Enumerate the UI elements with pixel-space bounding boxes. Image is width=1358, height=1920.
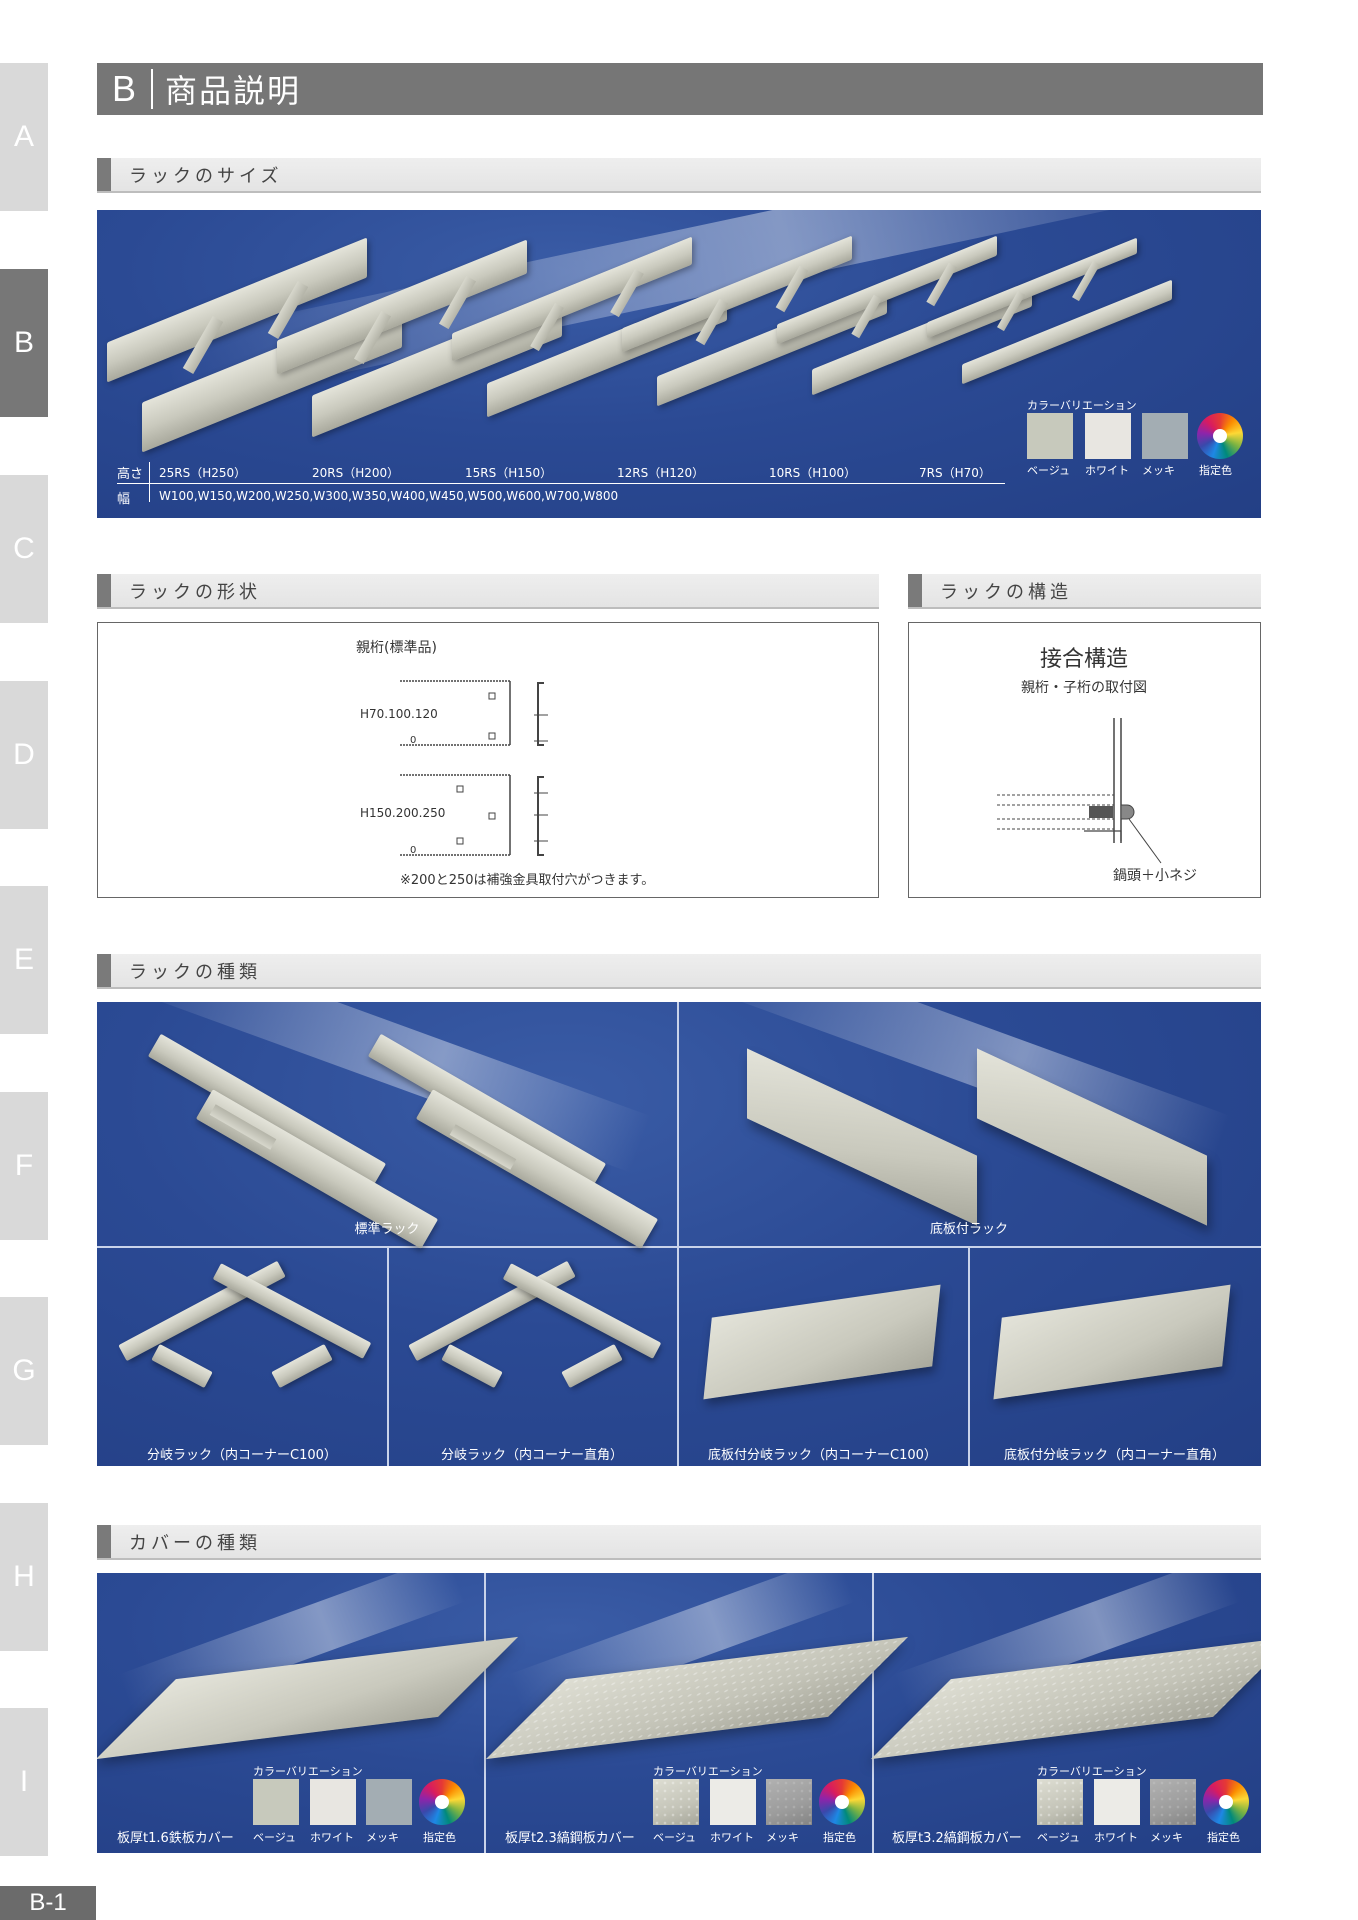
section-title-shape: ラックの形状 xyxy=(97,574,879,609)
page-number: B-1 xyxy=(0,1886,96,1920)
structure-title: 接合構造 xyxy=(1039,647,1128,672)
shape-label-large: H150.200.250 xyxy=(360,806,446,820)
side-tab-f[interactable]: F xyxy=(0,1092,48,1240)
section-title-structure: ラックの構造 xyxy=(908,574,1261,609)
rack-types-panel: 標準ラック 底板付ラック 分岐ラック（内コーナーC100） 分岐ラック（内コーナ… xyxy=(97,1002,1261,1466)
side-tab-a[interactable]: A xyxy=(0,63,48,211)
rack-type-label-1: 標準ラック xyxy=(354,1222,420,1237)
side-tab-e[interactable]: E xyxy=(0,886,48,1034)
swatch-white xyxy=(1085,413,1131,459)
shape-diagram xyxy=(400,680,548,856)
size-color-title: カラーバリエーション xyxy=(1027,399,1137,412)
color-wheel-icon xyxy=(819,1779,865,1825)
rack-type-label-5: 底板付分岐ラック（内コーナーC100） xyxy=(708,1448,937,1463)
structure-callout: 鍋頭＋小ネジ xyxy=(1113,868,1197,884)
color-wheel-icon xyxy=(419,1779,465,1825)
rack-type-label-3: 分岐ラック（内コーナーC100） xyxy=(147,1448,337,1463)
side-tab-b[interactable]: B xyxy=(0,269,48,417)
structure-panel: 接合構造 親桁・子桁の取付図 鍋頭＋小ネジ xyxy=(908,622,1261,898)
structure-subtitle: 親桁・子桁の取付図 xyxy=(1021,680,1147,696)
shape-note: ※200と250は補強金具取付穴がつきます。 xyxy=(400,873,655,888)
header-letter: B xyxy=(111,68,136,109)
shape-label-small: H70.100.120 xyxy=(360,707,438,721)
side-tab-d[interactable]: D xyxy=(0,681,48,829)
page-header: B 商品説明 xyxy=(97,63,1263,115)
size-panel: カラーバリエーション ベージュ ホワイト メッキ 指定色 高さ 25RS（H25… xyxy=(97,210,1261,518)
section-title-size: ラックのサイズ xyxy=(97,158,1261,193)
side-tab-i[interactable]: I xyxy=(0,1708,48,1856)
section-title-covers: カバーの種類 xyxy=(97,1525,1261,1560)
width-list: W100,W150,W200,W250,W300,W350,W400,W450,… xyxy=(159,489,619,503)
joint-diagram xyxy=(997,718,1162,864)
color-wheel-icon xyxy=(1203,1779,1249,1825)
shape-panel: 親桁(標準品) H70.100.120 0 H150.200.250 0 ※20… xyxy=(97,622,879,898)
side-tab-h[interactable]: H xyxy=(0,1503,48,1651)
section-title-types: ラックの種類 xyxy=(97,954,1261,989)
width-label: 幅 xyxy=(117,492,131,507)
cover-label-1: 板厚t1.6鉄板カバー xyxy=(117,1831,234,1846)
color-wheel-icon xyxy=(1197,413,1243,459)
rack-type-label-2: 底板付ラック xyxy=(929,1222,1008,1237)
covers-panel: カラーバリエーション ベージュ ホワイト メッキ 指定色 板厚t1.6鉄板カバー… xyxy=(97,1573,1261,1853)
header-divider xyxy=(151,69,153,109)
shape-title: 親桁(標準品) xyxy=(356,640,437,656)
cover-label-3: 板厚t3.2縞鋼板カバー xyxy=(892,1831,1022,1846)
side-tab-c[interactable]: C xyxy=(0,475,48,623)
swatch-beige xyxy=(1027,413,1073,459)
swatch-plated xyxy=(1142,413,1188,459)
rack-type-label-6: 底板付分岐ラック（内コーナー直角） xyxy=(1003,1448,1225,1463)
page-title: 商品説明 xyxy=(165,72,302,110)
cover-label-2: 板厚t2.3縞鋼板カバー xyxy=(505,1831,635,1846)
side-tab-g[interactable]: G xyxy=(0,1297,48,1445)
rack-type-label-4: 分岐ラック（内コーナー直角） xyxy=(440,1448,623,1463)
height-label: 高さ xyxy=(117,467,144,482)
